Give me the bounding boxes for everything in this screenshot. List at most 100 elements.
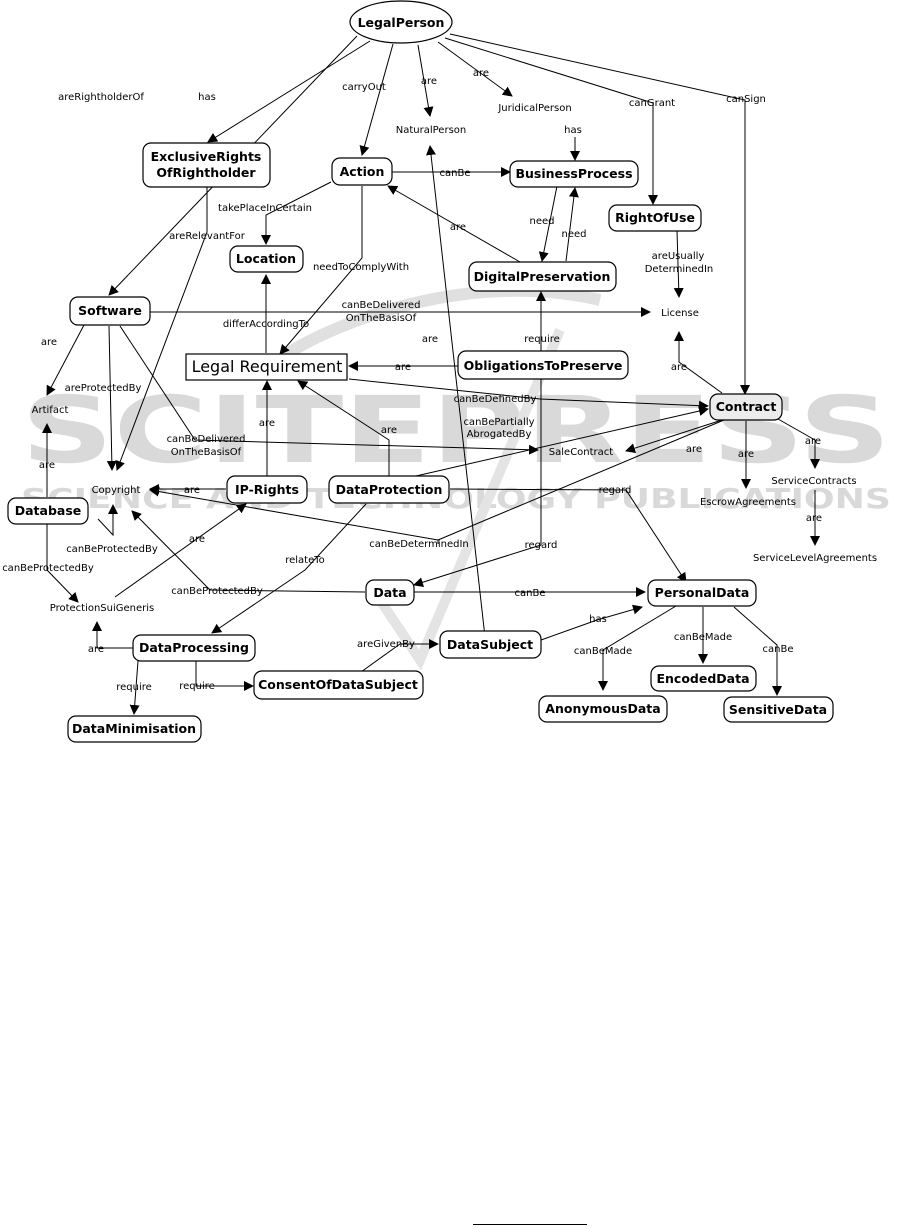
label-are-natural-subject: are (422, 334, 438, 345)
node-digital-preservation: DigitalPreservation (468, 261, 617, 292)
node-label: EncodedData (656, 671, 749, 686)
label-can-sign: canSign (726, 94, 766, 105)
edge-are-natural (417, 44, 434, 117)
node-label: ObligationsToPreserve (464, 358, 623, 373)
node-personal-data: PersonalData (647, 579, 757, 607)
edge-comply-with (279, 186, 363, 355)
node-protection-sui-generis: ProtectionSuiGeneris (50, 603, 155, 614)
edge-dproc-psg (92, 621, 133, 649)
edge-carry-out (359, 43, 394, 156)
node-label: DataProtection (336, 482, 443, 497)
label-has-exclusive: has (198, 92, 216, 103)
label-can-be-action: canBe (440, 168, 471, 179)
label-has-juridical: has (564, 125, 582, 136)
edge-defined-by (348, 378, 709, 411)
label-take-place: takePlaceInCertain (218, 203, 312, 214)
node-label: Action (340, 164, 385, 179)
node-data-protection: DataProtection (328, 475, 450, 504)
label-are-contract-license: are (671, 362, 687, 373)
edge-psg-ip (114, 503, 247, 598)
edge-take-place (261, 181, 332, 245)
node-label: BusinessProcess (515, 166, 632, 181)
label-psg-protected-by: canBeProtectedBy (171, 586, 263, 597)
label-can-be-made-anonymous: canBeMade (574, 646, 632, 657)
label-relate-to: relateTo (285, 555, 325, 566)
edge-regard-data (413, 373, 542, 588)
label-delivered-sw-line2: OnTheBasisOf (346, 313, 417, 324)
label-need-to-comply: needToComplyWith (313, 262, 409, 273)
edge-partially-abrogated (415, 406, 709, 477)
node-label: IP-Rights (235, 482, 299, 497)
node-service-level-agreements: ServiceLevelAgreements (753, 553, 877, 564)
edge-db-copyright (97, 504, 118, 537)
node-business-process: BusinessProcess (509, 160, 639, 188)
label-are-juridical: are (473, 68, 489, 79)
label-need-1: need (530, 216, 555, 227)
label-db-protected-psg: canBeProtectedBy (2, 563, 94, 574)
edge-protected-by (106, 325, 117, 471)
label-are-contract-sale: are (686, 444, 702, 455)
node-data-processing: DataProcessing (132, 634, 256, 662)
edge-psg-copyright (131, 510, 366, 593)
label-regard-data: regard (525, 540, 558, 551)
node-service-contracts: ServiceContracts (771, 476, 856, 487)
label-are-protected-by: areProtectedBy (65, 383, 142, 394)
label-are-otp-lr: are (395, 362, 411, 373)
edge-delivered-sale (119, 325, 539, 455)
label-are-rightholder-of: areRightholderOf (58, 92, 144, 103)
label-are-ip-copyright: are (184, 485, 200, 496)
edge-can-sign (449, 33, 750, 395)
watermark-v-mark (375, 328, 565, 671)
label-require-consent: require (179, 681, 215, 692)
node-natural-person: NaturalPerson (396, 125, 467, 136)
node-label-line2: OfRightholder (156, 165, 256, 180)
edge-can-be-sensitive (733, 606, 782, 696)
edge-need-1 (538, 185, 558, 262)
label-regard-personal: regard (599, 485, 632, 496)
label-are-ip-lr: are (259, 418, 275, 429)
node-data: Data (365, 579, 415, 606)
node-label: Data (373, 585, 406, 600)
label-are-dproc-psg: are (88, 644, 104, 655)
node-label: DigitalPreservation (474, 269, 611, 284)
edge-subject-natural (426, 145, 486, 638)
node-location: Location (229, 245, 304, 273)
node-ip-rights: IP-Rights (226, 475, 308, 504)
label-partially-line2: AbrogatedBy (467, 429, 532, 440)
label-are-contract-escrow: are (738, 449, 754, 460)
node-consent-of-data-subject: ConsentOfDataSubject (253, 670, 424, 700)
edges (42, 33, 820, 715)
label-need-2: need (562, 229, 587, 240)
label-are-dp-action: are (450, 222, 466, 233)
label-can-be-made-encoded: canBeMade (674, 632, 732, 643)
label-delivered-copy-line1: canBeDelivered (167, 434, 246, 445)
label-can-be-data: canBe (515, 588, 546, 599)
watermark-swoosh (281, 284, 602, 361)
node-legal-requirement: Legal Requirement (185, 353, 348, 381)
label-are-db-artifact: are (39, 460, 55, 471)
node-label: Database (15, 503, 82, 518)
node-data-subject: DataSubject (439, 630, 542, 659)
edge-usually-determined (673, 230, 684, 298)
label-partially-line1: canBePartially (463, 417, 534, 428)
node-obligations-to-preserve: ObligationsToPreserve (457, 350, 629, 380)
edge-determined-copyright (149, 486, 439, 541)
node-software: Software (69, 296, 151, 326)
edge-regard-personal (449, 488, 687, 583)
edge-subject-personal (540, 604, 643, 641)
edge-dp-lr (297, 380, 390, 476)
label-carry-out: carryOut (342, 82, 386, 93)
node-label: RightOfUse (615, 210, 695, 225)
edge-relevant-for (115, 187, 208, 471)
edge-has-exclusive (207, 40, 371, 143)
label-can-grant: canGrant (629, 98, 675, 109)
label-has-subject: has (589, 614, 607, 625)
edge-relate-to (211, 503, 367, 634)
node-data-minimisation: DataMinimisation (67, 715, 202, 743)
node-license: License (661, 308, 699, 319)
label-differ-according: differAccordingTo (223, 319, 309, 330)
node-exclusive-rights: ExclusiveRights OfRightholder (142, 142, 271, 188)
label-are-given-by: areGivenBy (357, 639, 415, 650)
label-db-protected-by: canBeProtectedBy (66, 544, 158, 555)
